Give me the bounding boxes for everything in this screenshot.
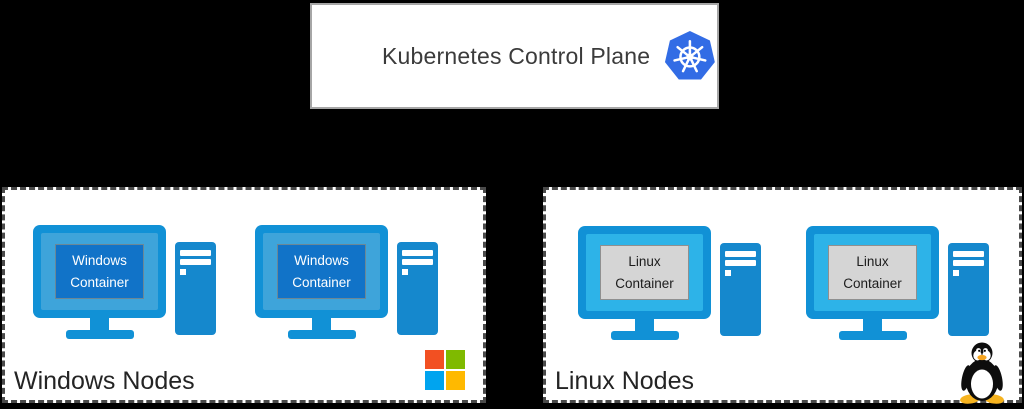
monitor-icon: Windows Container [33,225,166,318]
connector-line-vertical-main [511,105,514,153]
monitor-base [611,331,679,340]
tower-slot [402,250,433,256]
microsoft-logo-icon [425,350,465,390]
microsoft-logo-square-yellow [446,371,465,390]
computer-icon: Windows Container [255,225,467,340]
container-label-line1: Linux [628,253,661,269]
monitor-screen: Windows Container [41,233,158,310]
microsoft-logo-square-green [446,350,465,369]
connector-line-horizontal [244,150,781,153]
tower-button [402,269,408,275]
computer-icon: Windows Container [33,225,245,340]
tower-slot [953,251,984,257]
tower-slot [725,260,756,266]
tower-slot [402,259,433,265]
tower-slot [725,251,756,257]
monitor-stand [635,319,654,331]
tower-slot [953,260,984,266]
tux-logo-icon [960,342,1004,404]
tower-slot [180,250,211,256]
monitor-screen: Linux Container [586,234,703,311]
control-plane-title: Kubernetes Control Plane [382,42,651,69]
tower-button [180,269,186,275]
linux-nodes-label: Linux Nodes [555,367,694,395]
container-label-line1: Windows [294,252,349,268]
monitor-stand [863,319,882,331]
container-label-line1: Linux [856,253,889,269]
container-label-line2: Container [70,274,129,290]
windows-nodes-box: Windows Container Windows Container [2,187,486,403]
tower-icon [397,242,438,335]
monitor-stand [312,318,331,330]
control-plane-box: Kubernetes Control Plane [310,3,719,109]
tower-slot [180,259,211,265]
tower-icon [720,243,761,336]
kubernetes-logo-icon [665,30,716,80]
monitor-screen: Linux Container [814,234,931,311]
microsoft-logo-square-blue [425,371,444,390]
monitor-stand [90,318,109,330]
monitor-base [288,330,356,339]
container-label-line2: Container [615,275,674,291]
monitor-icon: Linux Container [806,226,939,319]
tower-button [953,270,959,276]
container-label-line2: Container [292,274,351,290]
monitor-screen: Windows Container [263,233,380,310]
container-label-line1: Windows [72,252,127,268]
linux-nodes-box: Linux Container Linux Container [543,187,1022,404]
container-box: Windows Container [277,244,366,299]
container-box: Linux Container [828,245,917,300]
monitor-icon: Windows Container [255,225,388,318]
monitor-base [66,330,134,339]
computer-icon: Linux Container [806,226,1018,341]
microsoft-logo-square-red [425,350,444,369]
computer-icon: Linux Container [578,226,790,341]
tower-icon [175,242,216,335]
container-label-line2: Container [843,275,902,291]
container-box: Linux Container [600,245,689,300]
monitor-icon: Linux Container [578,226,711,319]
windows-nodes-label: Windows Nodes [14,367,195,395]
tower-icon [948,243,989,336]
monitor-base [839,331,907,340]
connector-line-vertical-right [778,150,781,188]
connector-line-vertical-left [244,150,247,188]
container-box: Windows Container [55,244,144,299]
tower-button [725,270,731,276]
